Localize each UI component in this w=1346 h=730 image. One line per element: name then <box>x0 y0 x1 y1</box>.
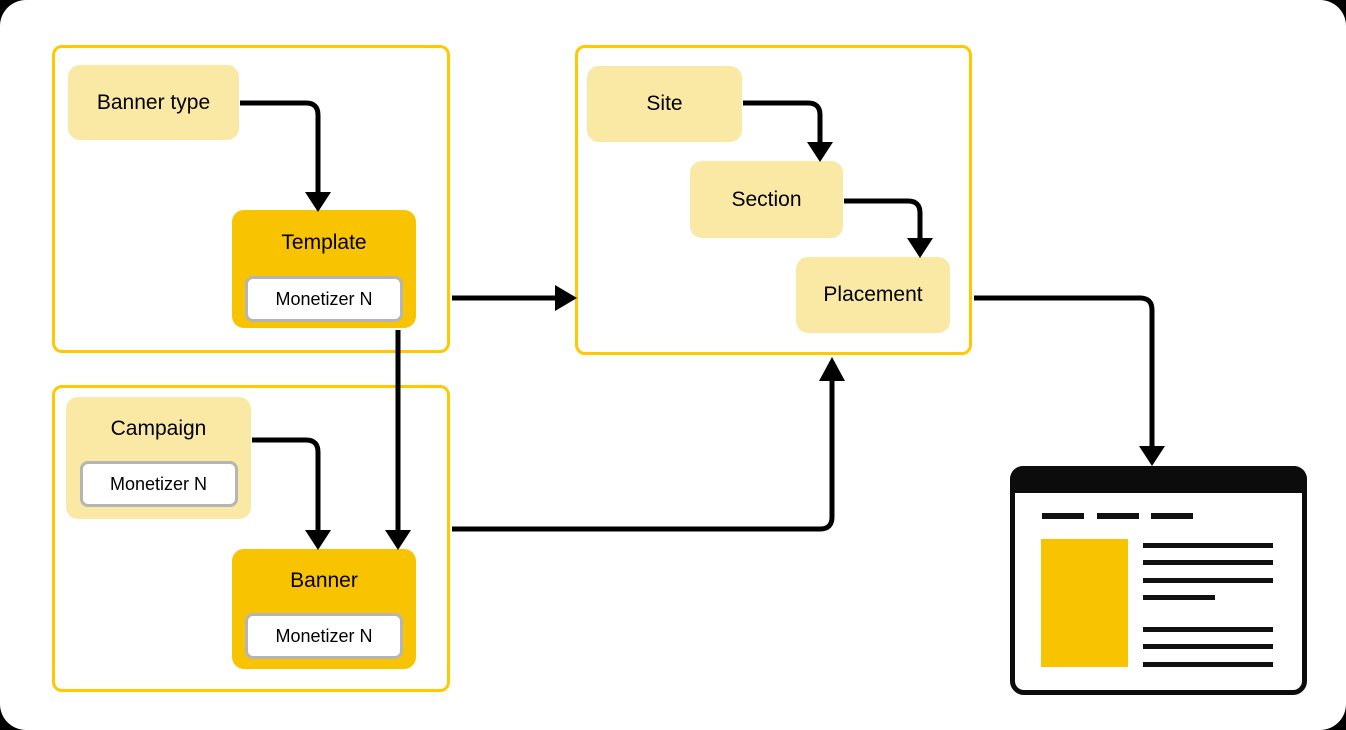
campaign-monetizer-chip: Monetizer N <box>79 461 238 507</box>
node-placement: Placement <box>796 257 950 333</box>
nav-dash-placeholder <box>1097 513 1139 519</box>
arrow-campaign-group-to-site-group <box>452 357 845 532</box>
node-banner: Banner Monetizer N <box>232 549 416 669</box>
text-line-placeholder <box>1143 644 1273 649</box>
banner-label: Banner <box>290 569 358 592</box>
campaign-monetizer-label: Monetizer N <box>109 473 208 494</box>
nav-dash-placeholder <box>1042 513 1084 519</box>
node-site: Site <box>587 66 742 142</box>
template-monetizer-label: Monetizer N <box>275 288 373 309</box>
text-line-placeholder <box>1143 578 1273 583</box>
text-line-placeholder <box>1143 627 1273 632</box>
node-campaign: Campaign Monetizer N <box>66 397 251 519</box>
banner-monetizer-chip: Monetizer N <box>245 613 403 659</box>
webpage-with-ad-illustration <box>1010 466 1307 695</box>
banner-type-label: Banner type <box>96 90 211 114</box>
node-banner-type: Banner type <box>68 65 239 140</box>
arrow-placement-to-webpage <box>974 295 1165 466</box>
nav-dash-placeholder <box>1151 513 1193 519</box>
group-site-section-placement: Site Section Placement <box>575 45 972 355</box>
arrow-template-group-to-site-group <box>452 285 577 311</box>
banner-monetizer-label: Monetizer N <box>275 625 373 646</box>
node-template: Template Monetizer N <box>232 210 416 328</box>
text-line-placeholder <box>1143 595 1215 600</box>
section-label: Section <box>731 187 802 211</box>
ad-banner-placeholder <box>1041 539 1128 667</box>
site-label: Site <box>646 92 683 115</box>
text-line-placeholder <box>1143 662 1273 667</box>
template-monetizer-chip: Monetizer N <box>245 276 403 322</box>
text-line-placeholder <box>1143 543 1273 548</box>
browser-titlebar <box>1010 466 1307 493</box>
node-section: Section <box>690 161 843 238</box>
group-banner-template: Banner type Template Monetizer N <box>52 45 450 353</box>
template-label: Template <box>281 231 367 254</box>
group-campaign-banner: Campaign Monetizer N Banner Monetizer N <box>52 385 450 692</box>
placement-label: Placement <box>823 283 923 306</box>
text-line-placeholder <box>1143 560 1273 565</box>
campaign-label: Campaign <box>110 417 207 440</box>
